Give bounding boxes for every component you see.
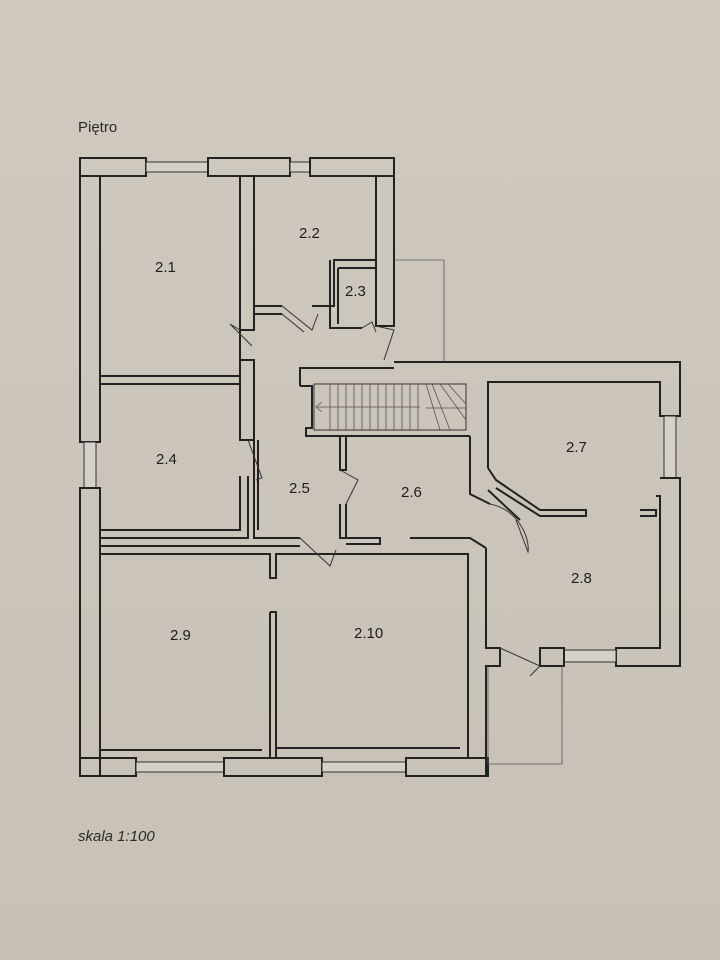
terrace-outlines <box>394 259 563 765</box>
room-label-2-4: 2.4 <box>156 451 177 468</box>
room-label-2-10: 2.10 <box>354 625 383 642</box>
plan-title: Piętro <box>78 119 118 136</box>
scale-label: skala 1:100 <box>78 828 155 845</box>
room-labels: 2.1 2.2 2.3 2.4 2.5 2.6 2.7 2.8 2.9 2.10 <box>155 225 592 644</box>
room-label-2-8: 2.8 <box>571 570 592 587</box>
room-label-2-3: 2.3 <box>345 283 366 300</box>
room-label-2-9: 2.9 <box>170 627 191 644</box>
room-label-2-6: 2.6 <box>401 484 422 501</box>
staircase <box>313 383 467 431</box>
inner-walls <box>100 176 657 759</box>
room-label-2-7: 2.7 <box>566 439 587 456</box>
room-label-2-1: 2.1 <box>155 259 176 276</box>
room-label-2-5: 2.5 <box>289 480 310 497</box>
room-label-2-2: 2.2 <box>299 225 320 242</box>
outer-walls <box>79 157 681 777</box>
doors <box>229 305 541 677</box>
